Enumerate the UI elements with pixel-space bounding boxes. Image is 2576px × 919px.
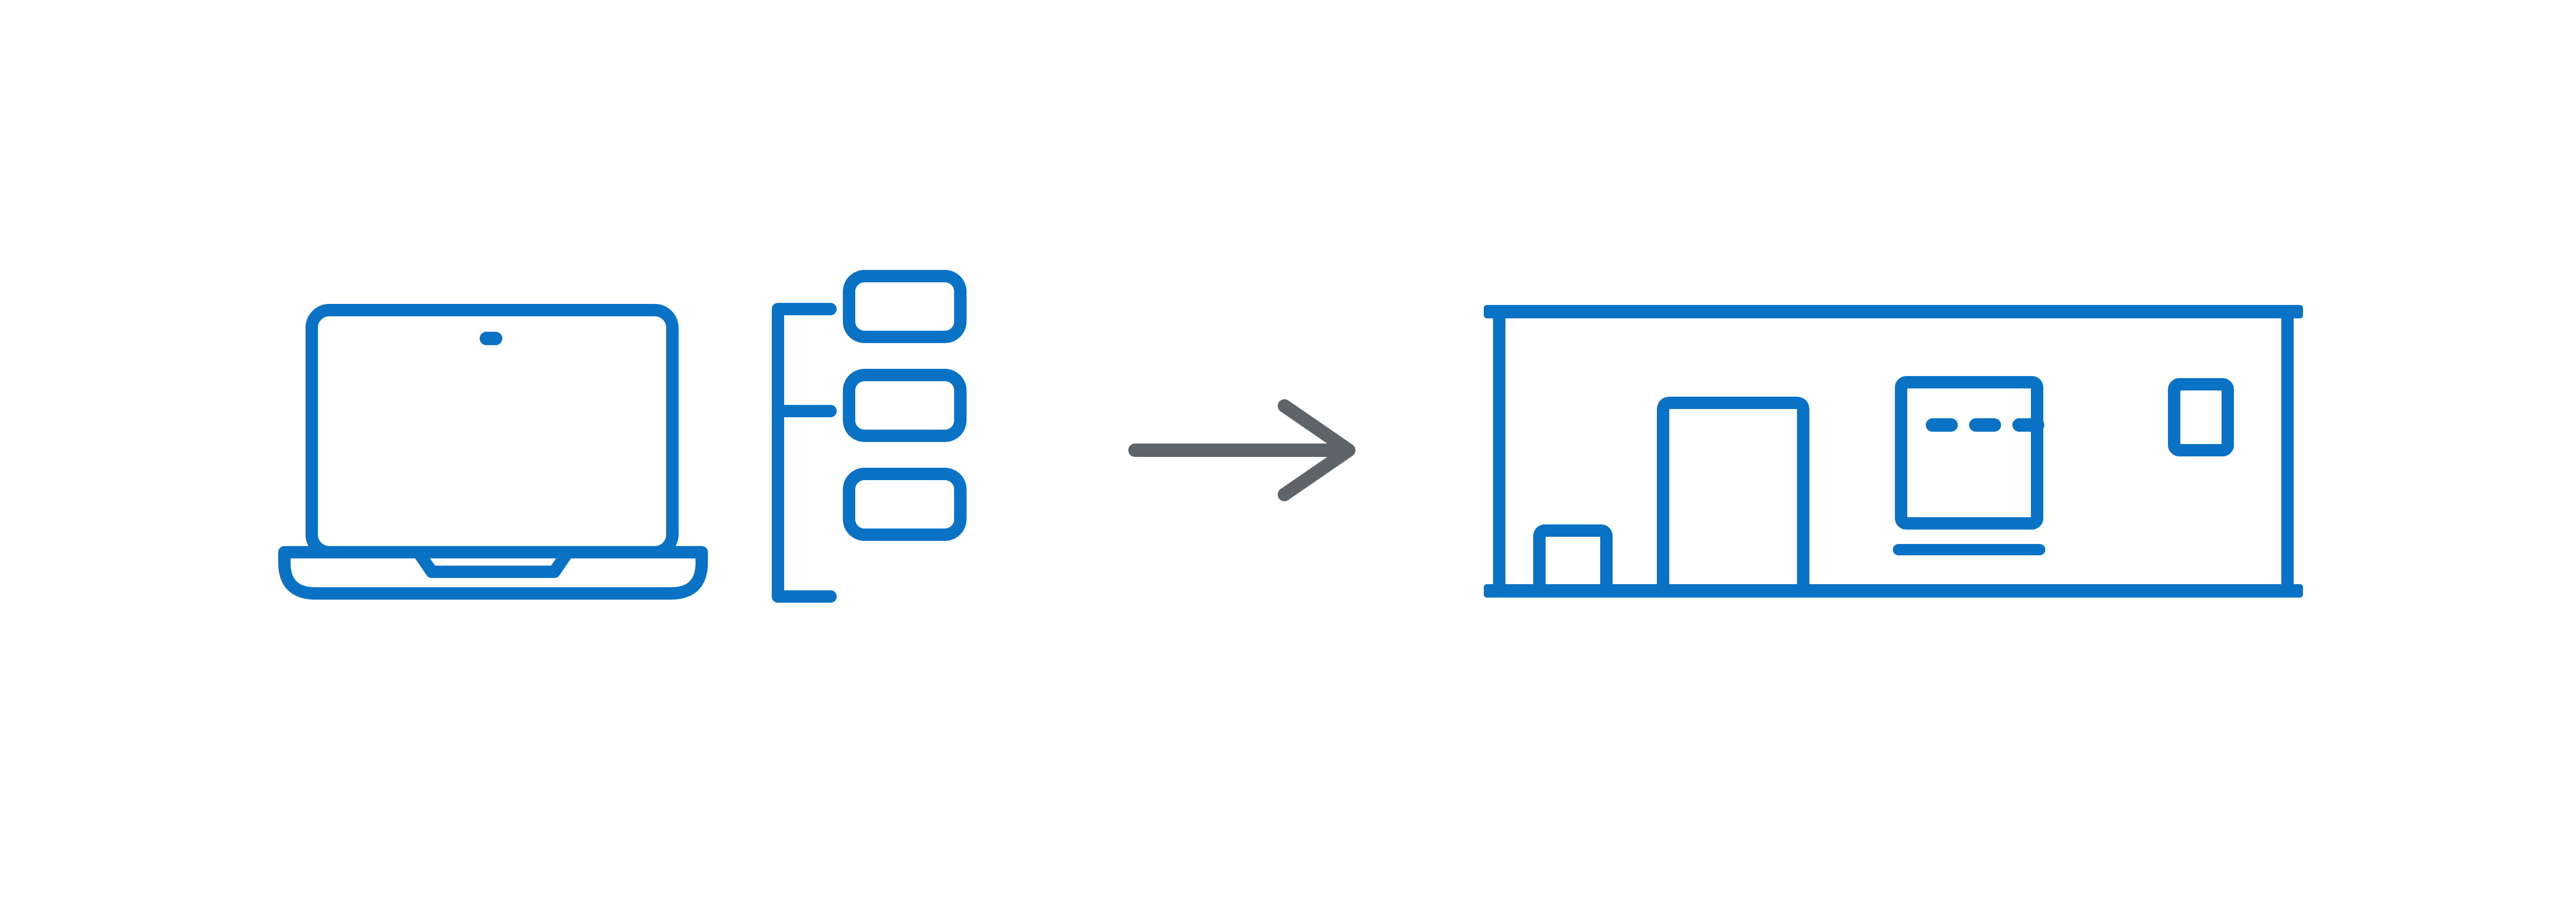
arrow-head-icon <box>1278 399 1355 501</box>
laptop-base <box>278 546 708 600</box>
laptop-screen <box>306 304 679 558</box>
hierarchy-tree-icon <box>772 270 967 603</box>
hierarchy-spine <box>772 303 837 603</box>
server-panel-indicator-2 <box>1969 418 2001 432</box>
server-panel-base-bar <box>1893 544 2045 555</box>
hierarchy-node-1[interactable] <box>843 270 967 343</box>
hierarchy-node-3[interactable] <box>843 468 967 541</box>
building-wall-right <box>2281 315 2294 586</box>
building-floor <box>1484 584 2303 598</box>
server-panel-icon <box>1895 376 2044 530</box>
stage-source <box>278 270 967 603</box>
server-rack-tall-icon <box>1657 397 1809 588</box>
server-rack-short-icon <box>1533 524 1613 588</box>
stage-target <box>1484 305 2303 598</box>
hierarchy-node-2[interactable] <box>843 369 967 442</box>
laptop-camera-icon <box>480 332 502 345</box>
building-wall-left <box>1493 315 1505 586</box>
storage-unit-icon <box>2168 378 2234 456</box>
server-panel-frame <box>1895 376 2043 530</box>
stage-transition <box>1128 399 1355 501</box>
laptop-icon <box>278 304 708 600</box>
arrow-right-icon <box>1128 399 1355 501</box>
server-panel-indicator-1 <box>1926 418 1958 432</box>
building-icon <box>1484 305 2303 598</box>
building-roof <box>1484 305 2303 318</box>
server-panel-indicator-3 <box>2012 418 2044 432</box>
